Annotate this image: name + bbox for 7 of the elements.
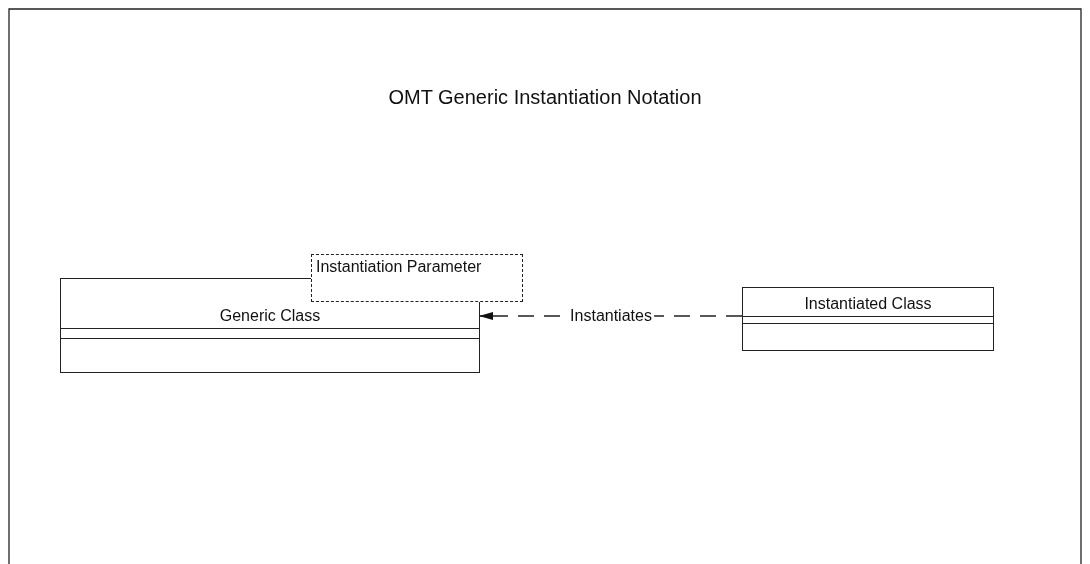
diagram-title: OMT Generic Instantiation Notation [387,86,703,109]
class-name: Instantiated Class [803,295,933,313]
parameter-name: Instantiation Parameter [316,258,482,275]
class-name: Generic Class [218,307,322,325]
parameter-box [311,254,523,302]
class-box [60,278,480,373]
class-box [742,287,994,351]
